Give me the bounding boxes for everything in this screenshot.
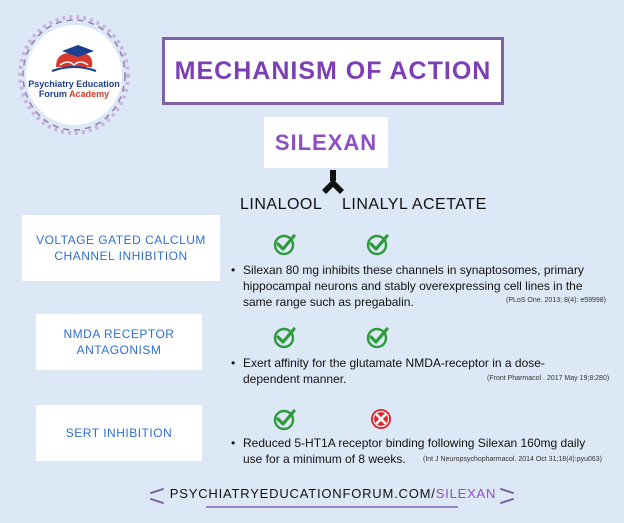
check-icon — [273, 327, 296, 349]
bullet-dot: • — [231, 356, 236, 370]
page-title: MECHANISM OF ACTION — [174, 56, 492, 85]
bullet-dot: • — [231, 436, 236, 450]
branch-arrow-icon — [322, 170, 344, 194]
bullet-dot: • — [231, 263, 236, 277]
row-label-line: NMDA RECEPTOR — [63, 327, 175, 341]
footer-dash-right-bottom — [500, 497, 514, 505]
footer-url-domain: PSYCHIATRYEDUCATIONFORUM.COM/ — [169, 486, 436, 501]
bullet-nmda: • Exert affinity for the glutamate NMDA-… — [231, 355, 591, 387]
bullet-text: Exert affinity for the glutamate NMDA-re… — [243, 356, 545, 386]
logo-text-line1: Psychiatry Education — [28, 79, 120, 89]
bullet-text: Silexan 80 mg inhibits these channels in… — [243, 263, 584, 309]
column-header-linalool: LINALOOL — [240, 196, 323, 213]
academy-logo: Psychiatry Education Forum Academy — [18, 15, 130, 135]
check-icon — [273, 409, 296, 431]
row-label-nmda: NMDA RECEPTOR ANTAGONISM — [36, 314, 202, 370]
row-label-line: SERT INHIBITION — [65, 426, 173, 440]
row-label-sert: SERT INHIBITION — [36, 405, 202, 461]
row-label-line: VOLTAGE GATED CALCLUM — [36, 233, 206, 247]
logo-disc — [26, 25, 122, 125]
page-subtitle: SILEXAN — [274, 129, 378, 155]
lavender-wreath-icon — [18, 15, 130, 135]
logo-text-forum: Forum — [38, 89, 67, 99]
check-icon — [273, 234, 296, 256]
subtitle-box: SILEXAN — [264, 117, 388, 168]
citation-nmda: (Front Pharmacol . 2017 May 19;8:280) — [487, 375, 610, 382]
cross-icon — [371, 409, 391, 429]
footer-dash-left-top — [150, 487, 164, 495]
row-label-line: CHANNEL INHIBITION — [54, 249, 188, 263]
footer-dash-right-top — [500, 487, 514, 495]
logo-text-line2: Forum Academy — [24, 89, 124, 99]
check-icon — [366, 234, 389, 256]
footer-dash-left-bottom — [150, 497, 164, 505]
citation-sert: (Int J Neuropsychopharmacol. 2014 Oct 31… — [423, 456, 602, 463]
check-icon — [366, 327, 389, 349]
column-header-linalyl-acetate: LINALYL ACETATE — [342, 196, 487, 213]
citation-calcium-channel: (PLoS One. 2013; 8(4): e59998) — [506, 297, 607, 304]
bullet-sert: • Reduced 5-HT1A receptor binding follow… — [231, 435, 606, 467]
title-box: MECHANISM OF ACTION — [162, 37, 504, 105]
footer-url-link[interactable]: PSYCHIATRYEDUCATIONFORUM.COM/SILEXAN — [168, 486, 498, 501]
brain-graduation-cap-icon — [51, 45, 97, 72]
bullet-text: Reduced 5-HT1A receptor binding followin… — [243, 436, 586, 466]
bullet-calcium-channel: • Silexan 80 mg inhibits these channels … — [231, 262, 601, 310]
row-label-line: ANTAGONISM — [76, 343, 162, 357]
footer-url-path: SILEXAN — [435, 486, 497, 501]
row-label-calcium-channel: VOLTAGE GATED CALCLUM CHANNEL INHIBITION — [22, 215, 220, 281]
footer-divider — [206, 506, 458, 508]
logo-text-academy: Academy — [69, 89, 110, 99]
